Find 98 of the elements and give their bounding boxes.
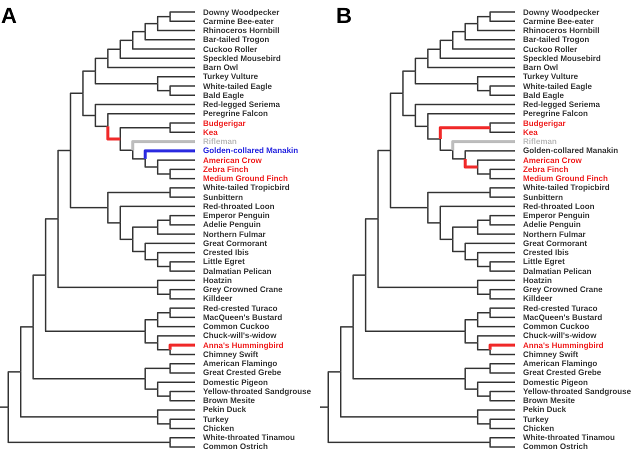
species-name: Carmine Bee-eater [203, 16, 274, 26]
species-name: Kea [523, 128, 538, 137]
species-name: American Flamingo [523, 359, 598, 368]
species-name: Bald Eagle [523, 90, 564, 100]
species-name: Turkey Vulture [203, 72, 258, 82]
species-name: Bald Eagle [203, 90, 244, 100]
species-name: Red-legged Seriema [523, 100, 600, 110]
species-name: Turkey [523, 414, 549, 424]
species-name: Sunbittern [523, 192, 563, 202]
species-name: Chuck-will's-widow [203, 331, 276, 340]
species-name: Golden-collared Manakin [203, 146, 298, 156]
species-name: American Crow [523, 156, 582, 165]
species-name: Downy Woodpecker [523, 8, 600, 16]
species-name: White-tailed Tropicbird [203, 183, 290, 192]
species-name: Pekin Duck [523, 405, 566, 414]
species-name: Killdeer [203, 294, 232, 304]
species-name: Common Cuckoo [203, 322, 270, 332]
species-name: Domestic Pigeon [203, 378, 268, 387]
species-name: Downy Woodpecker [203, 8, 280, 16]
species-name: Killdeer [523, 294, 552, 304]
species-name: American Flamingo [203, 359, 278, 368]
species-name: Great Crested Grebe [523, 368, 602, 378]
species-name: Domestic Pigeon [523, 378, 588, 387]
species-name: Grey Crowned Crane [203, 285, 283, 294]
species-name: Common Ostrich [203, 442, 268, 452]
species-name: Zebra Finch [203, 164, 248, 174]
species-name: Little Egret [523, 257, 565, 266]
species-name: Golden-collared Manakin [523, 146, 618, 156]
species-name: Common Ostrich [523, 442, 588, 452]
species-name: Great Cormorant [523, 238, 588, 248]
species-name: Barn Owl [203, 63, 238, 72]
species-name: Great Cormorant [203, 238, 268, 248]
species-name: Rhinoceros Hornbill [203, 26, 280, 35]
species-name: Emperor Penguin [203, 211, 270, 220]
species-name: Medium Ground Finch [203, 174, 288, 184]
species-name: Red-throated Loon [523, 202, 595, 211]
species-name: Budgerigar [203, 118, 246, 128]
species-name: White-throated Tinamou [203, 433, 295, 442]
species-name: Yellow-throated Sandgrouse [523, 386, 632, 396]
species-name: Budgerigar [523, 118, 566, 128]
species-name: Turkey Vulture [523, 72, 578, 82]
species-name: Dalmatian Pelican [523, 266, 592, 276]
panel-label: B [336, 5, 352, 27]
species-name: Anna's Hummingbird [523, 340, 604, 350]
species-name: MacQueen's Bustard [203, 312, 282, 322]
species-name: Red-legged Seriema [203, 100, 280, 110]
species-name: Cuckoo Roller [203, 44, 258, 54]
species-name: American Crow [203, 156, 262, 165]
species-name: Crested Ibis [523, 248, 569, 258]
species-name: Barn Owl [523, 63, 558, 72]
species-name: Chuck-will's-widow [523, 331, 596, 340]
species-name: Sunbittern [203, 192, 243, 202]
species-name: Kea [203, 128, 218, 137]
species-name: Speckled Mousebird [523, 54, 601, 63]
species-name: Turkey [203, 414, 229, 424]
species-name: Red-crested Turaco [203, 304, 278, 313]
species-name: Rifleman [523, 137, 557, 146]
species-name: Little Egret [203, 257, 245, 266]
species-name: Northern Fulmar [523, 230, 586, 239]
species-name: Hoatzin [203, 276, 232, 285]
species-name: Rifleman [203, 137, 237, 146]
species-name: Great Crested Grebe [203, 368, 282, 378]
species-name: Chimney Swift [523, 350, 578, 359]
species-name: Peregrine Falcon [203, 109, 268, 118]
species-name: Bar-tailed Trogon [203, 35, 270, 44]
species-name: MacQueen's Bustard [523, 312, 602, 322]
species-name: Crested Ibis [203, 248, 249, 258]
species-name: Emperor Penguin [523, 211, 590, 220]
species-name: Rhinoceros Hornbill [523, 26, 600, 35]
species-name: Adelie Penguin [523, 220, 581, 230]
species-name: White-tailed Tropicbird [523, 183, 610, 192]
panel-label: A [1, 5, 17, 27]
species-name: White-tailed Eagle [203, 82, 272, 91]
species-name: Medium Ground Finch [523, 174, 608, 184]
species-name: Chicken [203, 424, 234, 433]
species-name: Dalmatian Pelican [203, 266, 272, 276]
species-name: Hoatzin [523, 276, 552, 285]
species-name: White-tailed Eagle [523, 82, 592, 91]
species-name: Chimney Swift [203, 350, 258, 359]
species-name: Northern Fulmar [203, 230, 266, 239]
species-name: Common Cuckoo [523, 322, 590, 332]
species-name: Peregrine Falcon [523, 109, 588, 118]
species-name: Zebra Finch [523, 164, 568, 174]
species-name: Red-crested Turaco [523, 304, 598, 313]
species-name: Pekin Duck [203, 405, 246, 414]
species-name: Bar-tailed Trogon [523, 35, 590, 44]
species-name: Speckled Mousebird [203, 54, 281, 63]
species-name: Brown Mesite [203, 396, 256, 406]
species-name: Carmine Bee-eater [523, 16, 594, 26]
species-name: Brown Mesite [523, 396, 576, 406]
species-name: Cuckoo Roller [523, 44, 578, 54]
species-name: Chicken [523, 424, 554, 433]
species-name: White-throated Tinamou [523, 433, 615, 442]
species-name: Adelie Penguin [203, 220, 261, 230]
species-name: Grey Crowned Crane [523, 285, 603, 294]
species-name: Yellow-throated Sandgrouse [203, 386, 312, 396]
species-name: Red-throated Loon [203, 202, 275, 211]
species-name: Anna's Hummingbird [203, 340, 284, 350]
